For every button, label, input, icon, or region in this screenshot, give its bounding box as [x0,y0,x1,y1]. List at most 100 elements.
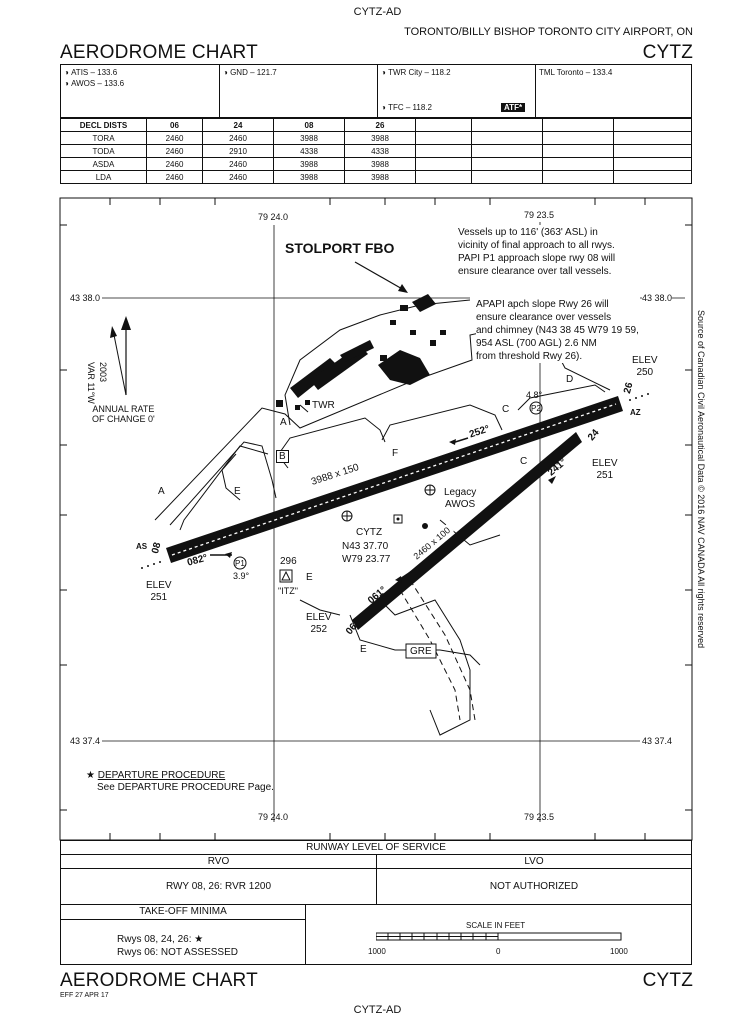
papi-p2-label: P2 [531,404,541,413]
traffic-frequency: ◑ TFC – 118.2 [381,103,432,112]
taxiway-e3-label: E [360,644,367,655]
taxiway-b-label: B [276,450,289,463]
table-row: TORA 2460 2460 3988 3988 [60,131,692,145]
footer-chart-title: AERODROME CHART [60,970,258,991]
taxiway-c-label: C [502,404,510,415]
terminal-frequency: TML Toronto – 133.4 [539,68,613,77]
lvo-value: NOT AUTHORIZED [376,868,692,905]
scale-bar [376,932,622,941]
top-identifier: CYTZ-AD [353,6,402,18]
atis-frequency: ◑ ATIS – 133.6 [64,68,118,77]
magnetic-north-arrowhead [110,326,117,338]
service-title-row: RUNWAY LEVEL OF SERVICE [60,840,692,855]
table-cell: 2460 [146,170,203,184]
ground-frequency: ◑ GND – 121.7 [223,68,277,77]
service-title: RUNWAY LEVEL OF SERVICE [306,842,446,853]
gre-label: GRE [410,646,432,657]
ndb-ident-label: "ITZ" [278,586,298,596]
fbo-label: STOLPORT FBO [285,240,395,256]
arresting-system-label-west: AS [136,542,148,551]
longitude-label-top-left: 79 24.0 [258,212,289,222]
bottom-identifier: CYTZ-AD [353,1004,402,1016]
table-header-row: DECL DISTS 06 24 08 26 [60,118,692,132]
table-cell: 2460 [202,170,274,184]
table-cell: LDA [60,170,147,184]
windsock-point [422,523,428,529]
fbo-arrowhead [398,284,408,293]
rvo-value: RWY 08, 26: RVR 1200 [60,868,377,905]
ndb-ident-number: 296 [280,556,297,567]
gre-box [405,643,437,659]
variation-year: 2003 [98,362,108,383]
declared-distances-table: DECL DISTS 06 24 08 26 TORA 2460 2460 39… [60,118,692,184]
approach-dots [141,393,649,569]
papi-p1-symbol [233,556,247,570]
taxiway-outlines [154,319,611,736]
magnetic-north-arrow [112,329,127,396]
tower-label: TWR [312,400,335,411]
atf-badge: ATF* [501,103,526,112]
awos-frequency: ◑ AWOS – 133.6 [64,79,125,88]
taxiway-d-label: D [566,374,574,385]
runway-06-24 [352,432,582,630]
terminal-buildings [276,294,446,410]
latitude-label-upper-left: 43 38.0 [70,293,103,303]
latitude-label-lower-left: 43 37.4 [70,736,103,746]
taxiway-a-label: A [158,486,165,497]
papi-angle-west: 3.9° [233,571,250,581]
tower-frequency: ◑ TWR City – 118.2 [381,68,451,77]
arp-symbol [393,514,403,524]
rvo-header: RVO [60,854,377,869]
ndb-triangle [281,570,291,581]
taxiway-a2-label: A [280,417,287,428]
true-north-arrowhead [121,316,131,330]
runway-08-26-centerline [171,403,617,556]
airport-name: TORONTO/BILLY BISHOP TORONTO CITY AIRPOR… [404,26,693,38]
wind-indicator-symbol [341,510,353,522]
variation-label: VAR 11°W [86,362,96,404]
taxiway-e2-label: E [306,572,313,583]
longitude-label-bottom-left: 79 24.0 [258,812,289,822]
table-row: LDA 2460 2460 3988 3988 [60,170,692,184]
awos-symbol [424,484,436,496]
arresting-system-label-east: AZ [630,408,641,417]
departure-procedure-text: See DEPARTURE PROCEDURE Page. [97,782,274,793]
taxiway-e-label: E [234,486,241,497]
taxiway-c2-label: C [520,456,528,467]
frame-ticks [60,198,692,840]
comms-panel: ◑ ATIS – 133.6 ◑ AWOS – 133.6 ◑ GND – 12… [60,64,692,118]
chart-title: AERODROME CHART [60,42,258,63]
map-frame [59,197,693,841]
latitude-label-lower-right: 43 37.4 [642,736,673,746]
taxiway-f-label: F [392,448,399,459]
papi-angle-east: 4.8° [526,390,543,400]
scale-panel: SCALE IN FEET 1000 0 1000 [305,904,692,965]
heading-arrows [225,439,556,583]
papi-p2-symbol [529,401,543,415]
longitude-label-top-right: 79 23.5 [524,210,555,220]
latitude-label-upper-right: 43 38.0 [642,293,673,303]
longitude-label-bottom-right: 79 23.5 [524,812,555,822]
arp-ident-label: CYTZ [356,527,383,538]
takeoff-minima-header: TAKE-OFF MINIMA [60,904,306,920]
departure-procedure-title: ★ DEPARTURE PROCEDURE [86,770,226,781]
fbo-pointer [354,261,405,291]
papi-p1-label: P1 [235,559,245,568]
takeoff-minima-body: Rwys 08, 24, 26: ★ Rwys 06: NOT ASSESSED [60,919,306,965]
table-row: TODA 2460 2910 4338 4338 [60,144,692,158]
airport-ident: CYTZ [642,42,693,63]
lvo-header: LVO [376,854,692,869]
effective-date: EFF 27 APR 17 [60,992,109,999]
footer-ident: CYTZ [642,970,693,991]
closed-taxiway-edge [409,579,476,721]
